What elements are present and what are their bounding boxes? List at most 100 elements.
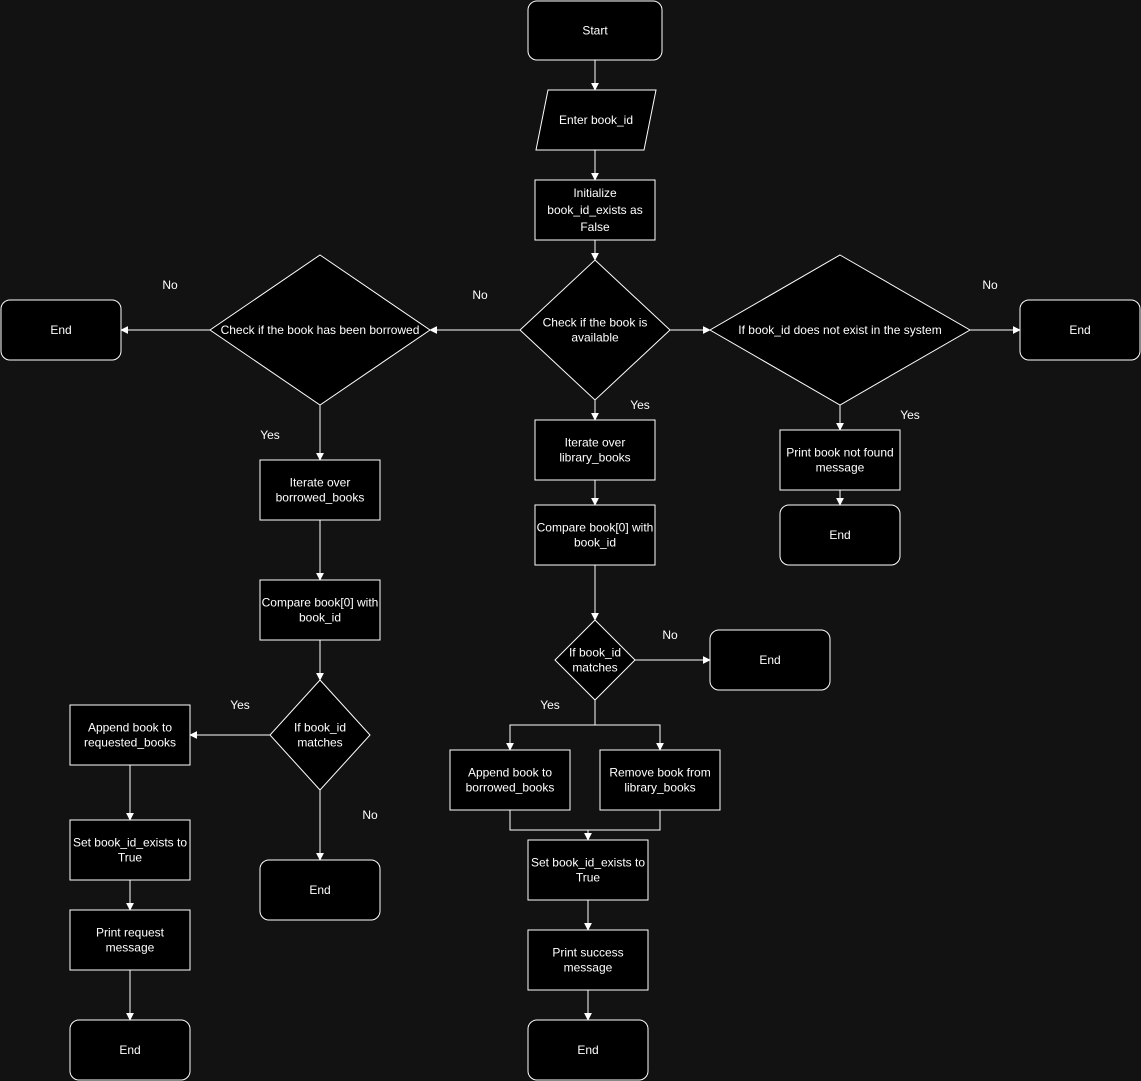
print-not-found-node-label: Print book not found — [786, 446, 893, 460]
edge-label-no-avail: No — [472, 288, 488, 302]
match-mid-decision-shape — [554, 619, 636, 701]
edge-split-left — [506, 724, 595, 751]
edge-label-yes-avail: Yes — [630, 398, 650, 412]
check-borrowed-decision: Check if the book has been borrowed — [209, 254, 431, 406]
end-bottom-left-node-label: End — [119, 1043, 140, 1057]
end-not-found-node-label: End — [829, 528, 850, 542]
enter-book-id-node-label: Enter book_id — [559, 113, 633, 127]
print-request-node-shape — [69, 909, 191, 971]
edge-merge — [509, 810, 661, 831]
start-node-label: Start — [582, 24, 608, 38]
print-not-found-node-shape — [779, 429, 901, 491]
print-not-found-node-label: message — [816, 461, 865, 475]
start-node: Start — [527, 0, 663, 61]
end-match-mid-node-shape — [709, 629, 831, 691]
iterate-library-node-label: library_books — [559, 451, 630, 465]
end-match-left-node: End — [259, 859, 381, 921]
start-node-shape — [527, 0, 663, 61]
edge-split-right — [595, 724, 664, 751]
compare-mid-node-label: Compare book[0] with — [537, 521, 654, 535]
iterate-library-node-label: Iterate over — [565, 436, 626, 450]
append-requested-node-shape — [69, 704, 191, 766]
edge-label-yes-match-left: Yes — [230, 698, 250, 712]
set-exists-left-node-label: True — [118, 851, 143, 865]
append-requested-node-label: requested_books — [84, 736, 176, 750]
end-match-left-node-label: End — [309, 883, 330, 897]
print-request-node-label: message — [106, 941, 155, 955]
not-exist-decision: If book_id does not exist in the system — [708, 254, 972, 406]
end-right-node: End — [1019, 299, 1141, 361]
match-left-decision-label: If book_id — [294, 721, 346, 735]
match-mid-decision-label: matches — [572, 661, 617, 675]
set-exists-left-node-shape — [69, 819, 191, 881]
end-match-left-node-shape — [259, 859, 381, 921]
edge-label-yes-borrowed: Yes — [260, 428, 280, 442]
remove-library-node-label: Remove book from — [609, 766, 710, 780]
end-bottom-mid-node: End — [527, 1019, 649, 1081]
check-borrowed-decision-shape — [209, 254, 431, 406]
edge-label-yes-match-mid: Yes — [540, 698, 560, 712]
print-success-node-shape — [527, 929, 649, 991]
set-exists-mid-node-shape — [527, 839, 649, 901]
check-available-decision-label: available — [571, 331, 619, 345]
iterate-borrowed-node-shape — [259, 459, 381, 521]
print-success-node-label: message — [564, 961, 613, 975]
set-exists-mid-node-label: Set book_id_exists to — [531, 856, 645, 870]
end-left-node-shape — [0, 299, 122, 361]
compare-mid-node-shape — [534, 504, 656, 566]
end-bottom-left-node: End — [69, 1019, 191, 1081]
check-available-decision-shape — [519, 259, 671, 401]
end-not-found-node: End — [779, 504, 901, 566]
end-left-node: End — [0, 299, 122, 361]
edge-label-no-match-left: No — [362, 808, 378, 822]
compare-mid-node-label: book_id — [574, 536, 616, 550]
append-borrowed-node-shape — [449, 749, 571, 811]
edge-label-no-match-mid: No — [662, 628, 678, 642]
end-bottom-left-node-shape — [69, 1019, 191, 1081]
set-exists-left-node-label: Set book_id_exists to — [73, 836, 187, 850]
initialize-node-label: Initialize — [573, 186, 617, 200]
edge-label-no-borrowed: No — [162, 278, 178, 292]
end-match-mid-node: End — [709, 629, 831, 691]
end-left-node-label: End — [50, 323, 71, 337]
append-borrowed-node-label: borrowed_books — [466, 781, 555, 795]
match-mid-decision-label: If book_id — [569, 646, 621, 660]
initialize-node-label: book_id_exists as — [547, 203, 642, 217]
not-exist-decision-label: If book_id does not exist in the system — [738, 323, 941, 337]
end-right-node-label: End — [1069, 323, 1090, 337]
end-right-node-shape — [1019, 299, 1141, 361]
not-exist-decision-shape — [708, 254, 972, 406]
append-requested-node-label: Append book to — [88, 721, 172, 735]
edge-label-no-notexist: No — [982, 278, 998, 292]
append-borrowed-node-label: Append book to — [468, 766, 552, 780]
end-match-mid-node-label: End — [759, 653, 780, 667]
compare-left-node-label: Compare book[0] with — [262, 596, 379, 610]
iterate-borrowed-node-label: Iterate over — [290, 476, 351, 490]
match-left-decision-label: matches — [297, 736, 342, 750]
end-bottom-mid-node-shape — [527, 1019, 649, 1081]
remove-library-node-shape — [599, 749, 721, 811]
iterate-borrowed-node-label: borrowed_books — [276, 491, 365, 505]
print-request-node-label: Print request — [96, 926, 165, 940]
compare-left-node-shape — [259, 579, 381, 641]
remove-library-node-label: library_books — [624, 781, 695, 795]
enter-book-id-node: Enter book_id — [535, 89, 657, 151]
compare-left-node-label: book_id — [299, 611, 341, 625]
enter-book-id-node-shape — [535, 89, 657, 151]
end-bottom-mid-node-label: End — [577, 1043, 598, 1057]
